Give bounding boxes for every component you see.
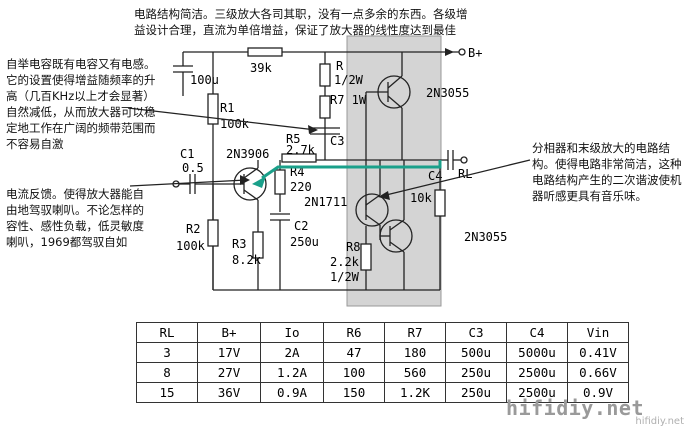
header-r6: R6 (323, 322, 385, 343)
table-cell: 100 (323, 362, 385, 383)
c1-value: 0.5 (182, 161, 204, 175)
r8-label: R8 (346, 240, 360, 254)
table-cell: 27V (197, 362, 261, 383)
table-cell: 5000u (506, 342, 568, 363)
q-2n3055-bottom-label: 2N3055 (464, 230, 507, 244)
header-io: Io (260, 322, 324, 343)
r-10k-label: 10k (410, 191, 432, 205)
component-values-table: RL B+ Io R6 R7 C3 C4 Vin 3 17V 2A 47 180… (136, 322, 629, 403)
watermark: hifidiy.net (506, 396, 644, 420)
header-r7: R7 (384, 322, 446, 343)
table-cell: 0.9V (567, 382, 629, 403)
rl-label: RL (458, 167, 472, 181)
table-cell: 560 (384, 362, 446, 383)
c2-value: 250u (290, 235, 319, 249)
q-2n3055-top-label: 2N3055 (426, 86, 469, 100)
header-vin: Vin (567, 322, 629, 343)
c-100u-label: 100u (190, 73, 219, 87)
c3-label: C3 (330, 134, 344, 148)
table-cell: 180 (384, 342, 446, 363)
note-right: 分相器和末级放大的电路结构。使得电路非常简洁，这种电路结构产生的二次谐波使机器听… (532, 141, 682, 203)
table-cell: 3 (136, 342, 198, 363)
q-2n3906-label: 2N3906 (226, 147, 269, 161)
table-cell: 2500u (506, 382, 568, 403)
r1-value: 100k (220, 117, 250, 131)
r5-label: R5 (286, 132, 300, 146)
table-cell: 47 (323, 342, 385, 363)
table-cell: 150 (323, 382, 385, 403)
r3-label: R3 (232, 237, 246, 251)
q-2n1711-label: 2N1711 (304, 195, 347, 209)
header-rl: RL (136, 322, 198, 343)
header-c3: C3 (445, 322, 507, 343)
table-row: 3 17V 2A 47 180 500u 5000u 0.41V (136, 342, 629, 363)
table-row: 8 27V 1.2A 100 560 250u 2500u 0.66V (136, 362, 629, 383)
table-row: 15 36V 0.9A 150 1.2K 250u 2500u 0.9V (136, 382, 629, 403)
r4-value: 220 (290, 180, 312, 194)
b-plus-label: B+ (468, 46, 482, 60)
header-c4: C4 (506, 322, 568, 343)
table-cell: 0.66V (567, 362, 629, 383)
note-left-top: 自举电容既有电容又有电感。它的设置使得增益随频率的升高（几百KHz以上才会显著）… (6, 57, 156, 151)
r3-value: 8.2k (232, 253, 262, 267)
table-header-row: RL B+ Io R6 R7 C3 C4 Vin (136, 322, 629, 343)
table-cell: 0.41V (567, 342, 629, 363)
header-b-plus: B+ (197, 322, 261, 343)
table-cell: 1.2K (384, 382, 446, 403)
table-cell: 36V (197, 382, 261, 403)
table-cell: 0.9A (260, 382, 324, 403)
table-cell: 500u (445, 342, 507, 363)
r1-label: R1 (220, 101, 234, 115)
watermark-small: hifidiy.net (635, 416, 684, 427)
feedback-path (261, 160, 442, 180)
r2-label: R2 (186, 222, 200, 236)
table-cell: 15 (136, 382, 198, 403)
r5-value: 2.7k (286, 143, 316, 157)
table-cell: 2500u (506, 362, 568, 383)
note-top: 电路结构简洁。三级放大各司其职，没有一点多余的东西。各级增益设计合理，直流为单倍… (134, 7, 468, 37)
r-half-watt-label: 1/2W (334, 73, 364, 87)
r7-label: R7 1W (330, 93, 367, 107)
r-39k-label: 39k (250, 61, 272, 75)
table-cell: 2A (260, 342, 324, 363)
r2-value: 100k (176, 239, 206, 253)
r8-wattage: 1/2W (330, 270, 360, 284)
c4-label: C4 (428, 169, 442, 183)
c2-label: C2 (294, 219, 308, 233)
r8-value: 2.2k (330, 255, 360, 269)
r-label: R (336, 59, 344, 73)
table-cell: 250u (445, 362, 507, 383)
note-left-bottom: 电流反馈。使得放大器能自由地驾驭喇叭。不论怎样的容性、感性负载，低灵敏度喇叭，1… (6, 187, 144, 249)
c1-label: C1 (180, 147, 194, 161)
table-cell: 8 (136, 362, 198, 383)
table-cell: 250u (445, 382, 507, 403)
table-cell: 1.2A (260, 362, 324, 383)
table-cell: 17V (197, 342, 261, 363)
